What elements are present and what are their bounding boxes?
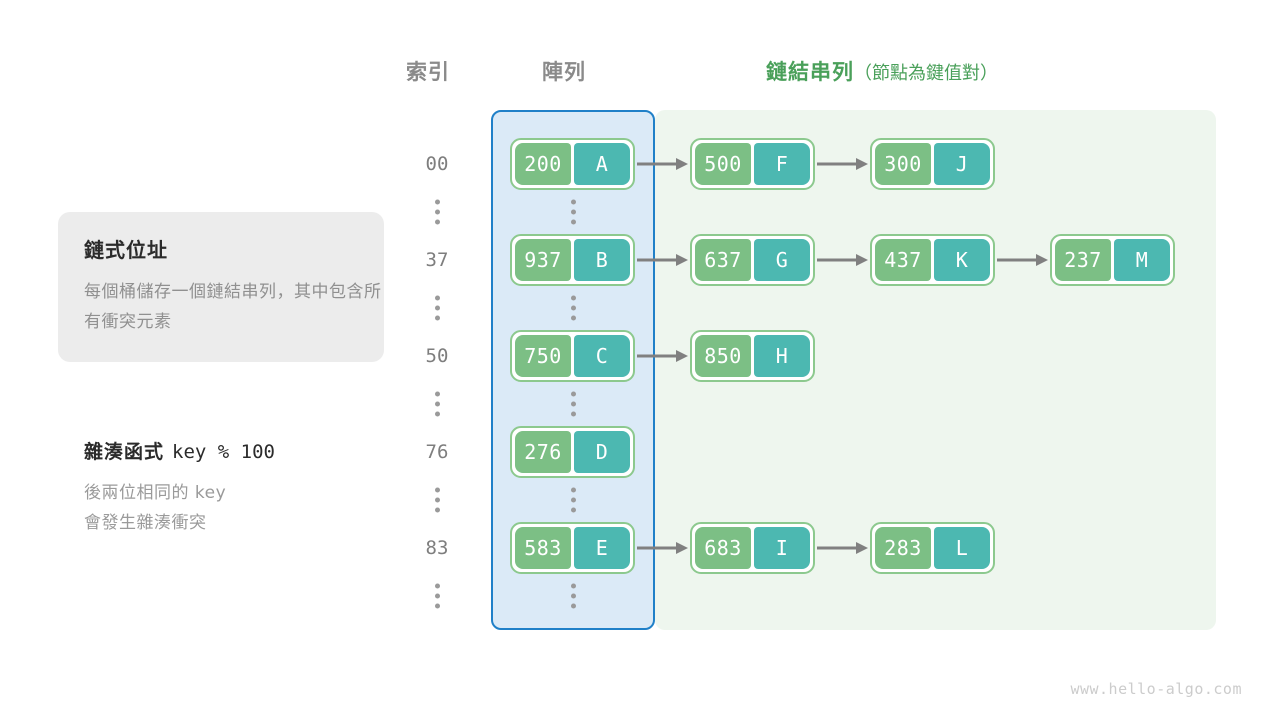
- node-value: B: [574, 239, 630, 281]
- hash-function-label: 雜湊函式 key % 100: [84, 437, 275, 464]
- index-ellipsis: [432, 295, 442, 321]
- node-value: M: [1114, 239, 1170, 281]
- node-key: 850: [695, 335, 751, 377]
- link-arrow: [637, 158, 688, 170]
- node-key: 937: [515, 239, 571, 281]
- column-header-array: 陣列: [542, 60, 586, 84]
- hash-function-formula: key % 100: [172, 441, 275, 463]
- info-card-body: 每個桶儲存一個鏈結串列，其中包含所有衝突元素: [84, 282, 382, 332]
- node-value: I: [754, 527, 810, 569]
- node-value: C: [574, 335, 630, 377]
- link-arrow: [997, 254, 1048, 266]
- node-key: 300: [875, 143, 931, 185]
- bucket-index-label: 83: [425, 537, 449, 559]
- info-card-title: 鏈式位址: [84, 238, 168, 262]
- index-ellipsis: [432, 199, 442, 225]
- node-value: L: [934, 527, 990, 569]
- link-arrow: [817, 254, 868, 266]
- node-key: 750: [515, 335, 571, 377]
- hash-function-note-line1: 後兩位相同的 key: [84, 483, 227, 503]
- node-key: 500: [695, 143, 751, 185]
- node-value: G: [754, 239, 810, 281]
- node-key: 276: [515, 431, 571, 473]
- node-key: 237: [1055, 239, 1111, 281]
- array-ellipsis: [568, 391, 578, 417]
- node-key: 283: [875, 527, 931, 569]
- array-ellipsis: [568, 199, 578, 225]
- column-header-linked-list-main: 鏈結串列: [766, 60, 854, 84]
- bucket-index-label: 76: [425, 441, 449, 463]
- hash-function-label-text: 雜湊函式: [84, 441, 165, 463]
- hash-function-note: 後兩位相同的 key 會發生雜湊衝突: [84, 478, 404, 538]
- node-value: H: [754, 335, 810, 377]
- node-value: K: [934, 239, 990, 281]
- node-key: 200: [515, 143, 571, 185]
- link-arrow: [817, 158, 868, 170]
- node-key: 583: [515, 527, 571, 569]
- node-value: J: [934, 143, 990, 185]
- node-key: 637: [695, 239, 751, 281]
- index-ellipsis: [432, 391, 442, 417]
- node-value: D: [574, 431, 630, 473]
- node-key: 683: [695, 527, 751, 569]
- node-value: F: [754, 143, 810, 185]
- array-ellipsis: [568, 295, 578, 321]
- hash-function-note-line2: 會發生雜湊衝突: [84, 513, 207, 533]
- column-header-linked-list-sub: （節點為鍵值對）: [854, 63, 998, 84]
- bucket-index-label: 00: [425, 153, 449, 175]
- array-ellipsis: [568, 583, 578, 609]
- node-value: A: [574, 143, 630, 185]
- index-ellipsis: [432, 487, 442, 513]
- bucket-index-label: 37: [425, 249, 449, 271]
- link-arrow: [637, 350, 688, 362]
- link-arrow: [637, 542, 688, 554]
- column-header-index: 索引: [406, 60, 450, 84]
- node-key: 437: [875, 239, 931, 281]
- column-header-linked-list: 鏈結串列（節點為鍵值對）: [766, 56, 998, 86]
- link-arrow: [637, 254, 688, 266]
- bucket-index-label: 50: [425, 345, 449, 367]
- watermark: www.hello-algo.com: [1070, 680, 1242, 698]
- array-ellipsis: [568, 487, 578, 513]
- node-value: E: [574, 527, 630, 569]
- info-card: [58, 212, 384, 362]
- index-ellipsis: [432, 583, 442, 609]
- link-arrow: [817, 542, 868, 554]
